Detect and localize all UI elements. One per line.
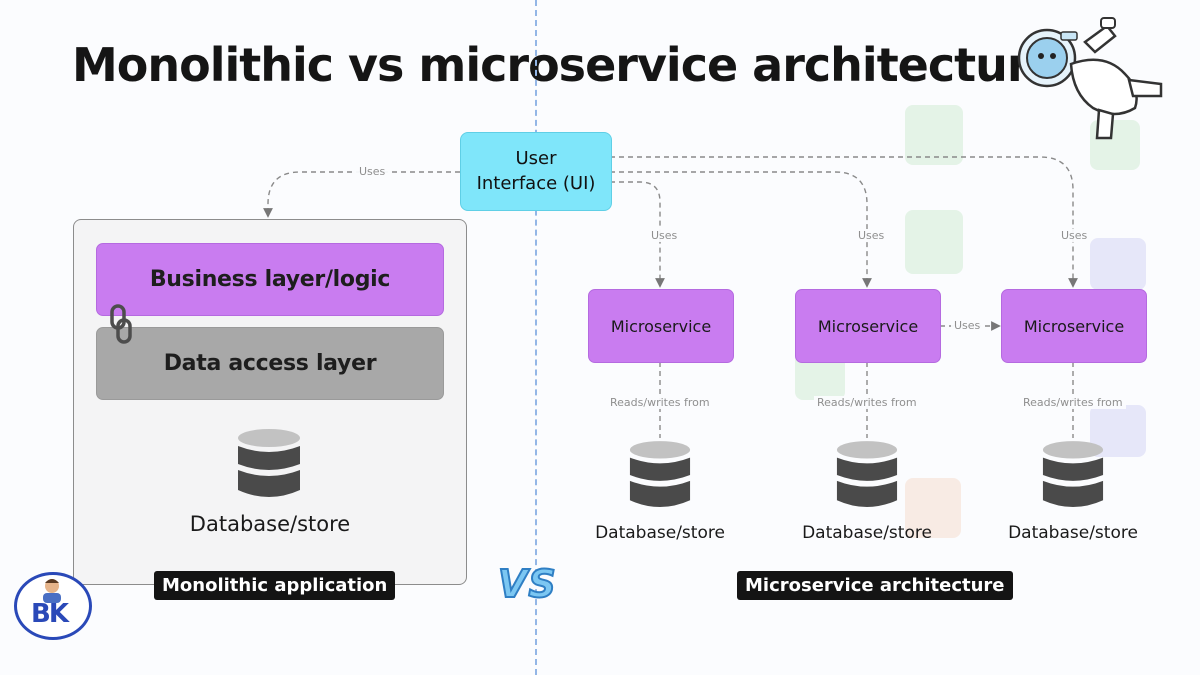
background-tile	[905, 210, 963, 274]
background-tile	[905, 478, 961, 538]
microservice-label: Microservice	[1023, 316, 1125, 336]
uses-label: Uses	[648, 229, 681, 242]
connector-ui-to-ms3	[610, 156, 1078, 288]
microservice-box: Microservice	[1001, 289, 1147, 363]
database-label: Database/store	[802, 523, 932, 543]
microservice-tag: Microservice architecture	[737, 571, 1013, 600]
data-access-layer-label: Data access layer	[163, 351, 377, 376]
connector-ui-to-monolith	[263, 171, 460, 218]
uses-label: Uses	[1058, 229, 1091, 242]
database-icon	[836, 441, 898, 508]
microservice-label: Microservice	[610, 316, 712, 336]
uses-label: Uses	[855, 229, 888, 242]
connector-ui-to-ms2	[610, 171, 872, 288]
reads-writes-label: Reads/writes from	[814, 396, 920, 409]
microservice-label: Microservice	[817, 316, 919, 336]
connector-ui-to-ms1	[610, 181, 665, 288]
user-interface-label-line2: Interface (UI)	[476, 172, 596, 194]
user-interface-box: User Interface (UI)	[460, 132, 612, 211]
logo-avatar-icon: BK	[14, 572, 92, 640]
astronaut-illustration	[1017, 17, 1163, 140]
uses-label: Uses	[356, 165, 389, 178]
microservice-box: Microservice	[795, 289, 941, 363]
business-layer-label: Business layer/logic	[149, 267, 391, 292]
reads-writes-label: Reads/writes from	[1020, 396, 1126, 409]
logo-text: BK	[31, 599, 69, 629]
database-label: Database/store	[595, 523, 725, 543]
background-tile	[1090, 238, 1146, 290]
vs-label: VS	[497, 561, 557, 607]
database-icon	[1042, 441, 1104, 508]
database-label: Database/store	[1008, 523, 1138, 543]
reads-writes-label: Reads/writes from	[607, 396, 713, 409]
database-label: Database/store	[189, 512, 351, 536]
microservice-box: Microservice	[588, 289, 734, 363]
uses-label: Uses	[951, 319, 984, 332]
user-interface-label-line1: User	[515, 148, 557, 170]
background-tile	[905, 105, 963, 165]
link-icon	[110, 304, 132, 344]
database-icon	[629, 441, 691, 508]
database-icon	[238, 429, 300, 497]
avatar-figure-icon	[43, 579, 61, 603]
monolith-tag: Monolithic application	[154, 571, 396, 600]
page-title: Monolithic vs microservice architecture	[72, 38, 1060, 92]
business-layer: Business layer/logic	[96, 243, 444, 316]
data-access-layer: Data access layer	[96, 327, 444, 400]
vertical-divider	[535, 0, 537, 675]
